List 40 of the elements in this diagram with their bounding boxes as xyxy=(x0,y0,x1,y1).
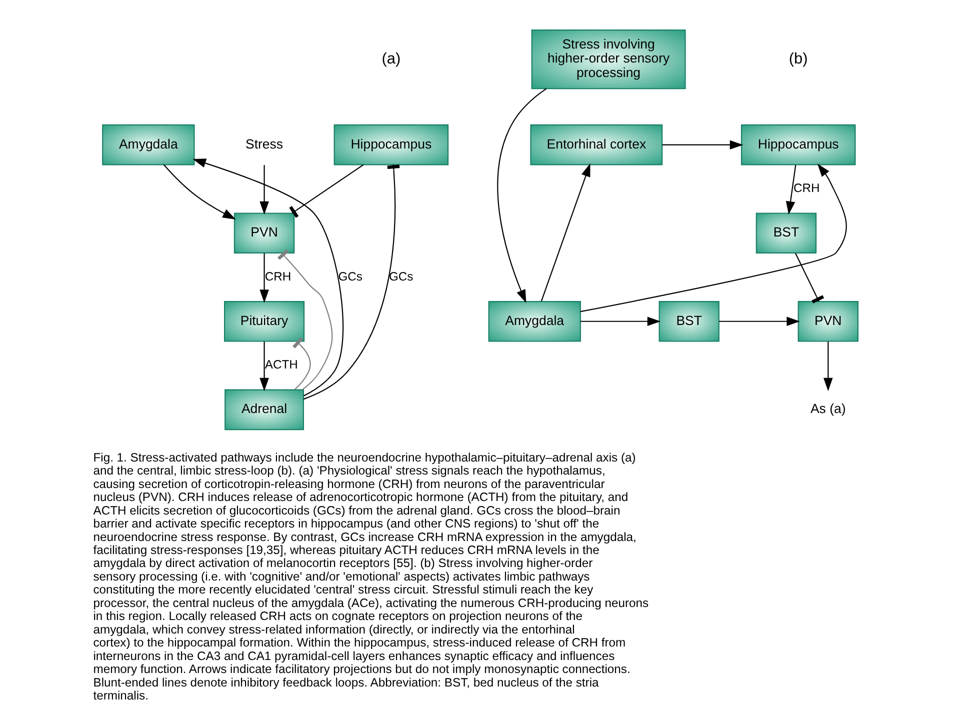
node-text: Stress xyxy=(246,136,284,152)
arrow xyxy=(260,342,269,392)
node-text: As (a) xyxy=(810,401,846,416)
arrow xyxy=(540,163,590,302)
edge-label: CRH xyxy=(264,269,292,284)
node-box: Amygdala xyxy=(488,300,581,342)
node-box: PVN xyxy=(234,212,295,254)
node-box: Entorhinal cortex xyxy=(530,124,663,166)
connector xyxy=(303,164,400,400)
edge-label: GCs xyxy=(338,269,362,284)
connector xyxy=(278,249,333,390)
node-box: Hippocampus xyxy=(334,124,449,166)
arrow xyxy=(580,164,847,312)
node-box: Amygdala xyxy=(102,124,195,166)
connector xyxy=(292,337,311,390)
arrow xyxy=(824,342,833,392)
arrow xyxy=(163,164,236,220)
connector xyxy=(289,164,364,218)
node-box: BST xyxy=(658,300,720,342)
arrow xyxy=(786,164,796,215)
arrow xyxy=(260,165,269,215)
arrow xyxy=(662,140,744,150)
node-box: Adrenal xyxy=(224,389,304,430)
label: (b) xyxy=(788,50,808,68)
node-box: Hippocampus xyxy=(740,124,856,166)
edge-label: GCs xyxy=(388,269,414,284)
label: (a) xyxy=(382,50,401,68)
arrow xyxy=(260,253,269,303)
caption: Fig. 1. Stress-activated pathways include the neuroendocrine hypothalamic–pituitary–adrenal axis (a) and the central, limbic stress-loop (b). (a) 'Physiological' stress signals reach the hypothalamus, causing secretion of corticotropin-releasing hormone (CRH) from neurons of the paraventricular nucleus (PVN). CRH induces release of adrenocorticotropic hormone (ACTH) from the pituitary, and ACTH elicits secretion of glucocorticoids (GCs) from the adrenal gland. GCs cross the blood–brain barrier and activate specific receptors in hippocampus (and other CNS regions) to 'shut off' the neuroendocrine stress response. By contrast, GCs increase CRH mRNA expression in the amygdala, facilitating stress-responses [19,35], whereas pituitary ACTH reduces CRH mRNA levels in the amygdala by direct activation of melanocortin receptors [55]. (b) Stress involving higher-order sensory processing (i.e. with 'cognitive' and/or 'emotional' aspects) activates limbic pathways constituting the more recently elucidated 'central' stress circuit. Stressful stimuli reach the key processor, the central nucleus of the amygdala (ACe), activating the numerous CRH-producing neurons in this region. Locally released CRH acts on cognate receptors on projection neurons of the amygdala, which convey stress-related information (directly, or indirectly via the entorhinal cortex) to the hippocampal formation. Within the hippocampus, stress-induced release of CRH from interneurons in the CA3 and CA1 pyramidal-cell layers enhances synaptic efficacy and influences memory function. Arrows indicate facilitatory projections but do not imply monosynaptic connections. Blunt-ended lines denote inhibitory feedback loops. Abbreviation: BST, bed nucleus of the stria terminalis. xyxy=(93,450,649,703)
node-box: BST xyxy=(756,212,817,254)
arrow xyxy=(718,316,800,326)
node-box: PVN xyxy=(798,300,858,342)
edge-label: CRH xyxy=(793,181,820,196)
node-box: Stress involving higher-order sensory processing xyxy=(531,30,686,90)
node-box: Pituitary xyxy=(224,300,305,342)
arrow xyxy=(497,88,547,303)
connector xyxy=(795,253,824,304)
edge-label: ACTH xyxy=(264,358,298,372)
arrow xyxy=(580,316,661,326)
arrow xyxy=(192,158,344,396)
